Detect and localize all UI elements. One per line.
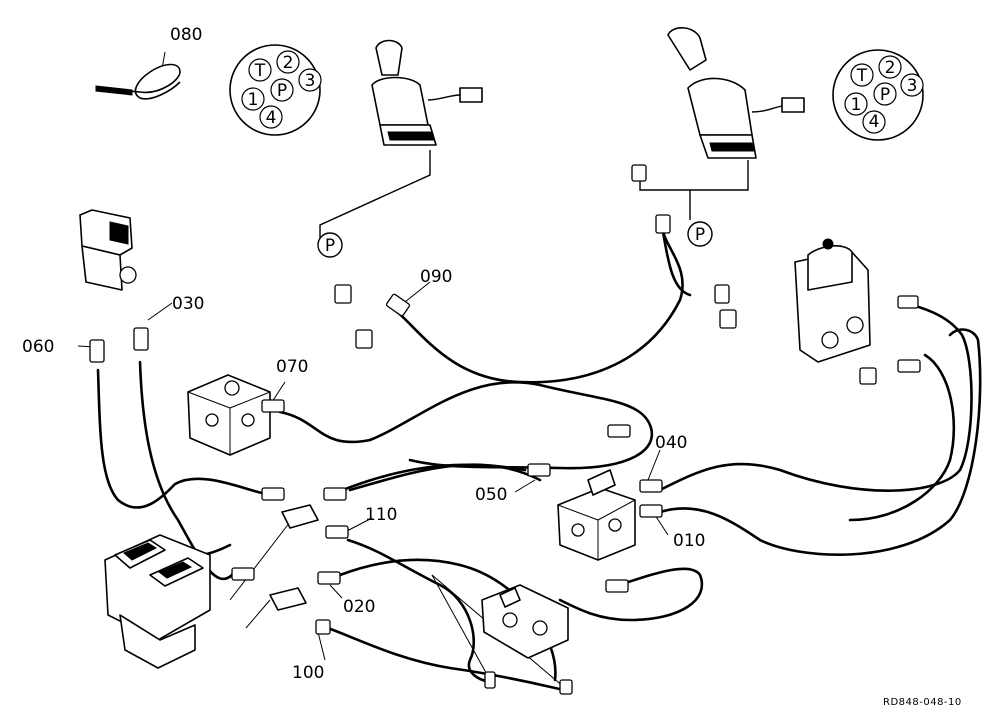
port-label-4: 4 xyxy=(869,112,880,132)
svg-text:P: P xyxy=(695,225,705,245)
callout-020[interactable]: 020 xyxy=(343,597,375,617)
port-label-p: P xyxy=(277,81,287,101)
tee-fittings xyxy=(269,504,319,611)
callout-070[interactable]: 070 xyxy=(276,357,308,377)
hose-070[interactable] xyxy=(278,380,653,470)
hose-010[interactable] xyxy=(658,328,982,556)
hose-050[interactable] xyxy=(328,463,527,497)
port-label-1: 1 xyxy=(248,90,259,110)
port-label-t: T xyxy=(856,66,868,86)
manifold-block[interactable] xyxy=(187,374,271,456)
callout-090[interactable]: 090 xyxy=(420,267,452,287)
left-joystick-valve[interactable] xyxy=(371,39,483,146)
hose-060[interactable] xyxy=(96,368,264,509)
port-diagram-left: T 2 3 1 P 4 xyxy=(229,44,322,136)
hose-100[interactable] xyxy=(326,626,567,692)
hose-030[interactable] xyxy=(138,360,234,581)
cable-tie-080[interactable] xyxy=(95,63,181,100)
pressure-marker-right: P xyxy=(687,221,713,247)
pilot-line-right xyxy=(639,160,749,220)
hose-long-right[interactable] xyxy=(348,303,973,492)
callout-110[interactable]: 110 xyxy=(365,505,397,525)
callout-030[interactable]: 030 xyxy=(172,294,204,314)
drawing-reference: RD848-048-10 xyxy=(883,697,962,708)
callout-060[interactable]: 060 xyxy=(22,337,54,357)
callout-100[interactable]: 100 xyxy=(292,663,324,683)
travel-lever-valve-left[interactable] xyxy=(79,209,137,291)
callout-010[interactable]: 010 xyxy=(673,531,705,551)
directional-valve-lower[interactable] xyxy=(481,584,569,659)
pilot-line-left xyxy=(319,150,431,240)
port-label-p: P xyxy=(880,85,890,105)
shuttle-valve-center[interactable] xyxy=(557,469,636,561)
hose-090[interactable] xyxy=(393,230,684,384)
port-label-1: 1 xyxy=(851,95,862,115)
port-label-t: T xyxy=(254,61,266,81)
port-label-3: 3 xyxy=(907,76,918,96)
hose-right-joystick[interactable] xyxy=(661,230,692,297)
port-label-2: 2 xyxy=(885,58,896,78)
port-label-4: 4 xyxy=(266,108,277,128)
hose-right-lower[interactable] xyxy=(848,353,956,522)
callout-040[interactable]: 040 xyxy=(655,433,687,453)
control-valve-right[interactable] xyxy=(794,238,871,363)
travel-pedal-valve[interactable] xyxy=(104,534,211,669)
hose-end-fittings xyxy=(89,164,921,695)
right-joystick-valve[interactable] xyxy=(667,27,805,159)
callout-080[interactable]: 080 xyxy=(170,25,202,45)
port-diagram-right: T 2 3 1 P 4 xyxy=(832,49,924,141)
port-label-3: 3 xyxy=(305,71,316,91)
callout-050[interactable]: 050 xyxy=(475,485,507,505)
hose-valve-lower[interactable] xyxy=(558,567,704,622)
pressure-marker-left: P xyxy=(317,232,343,258)
callout-labels: 080 060 030 070 090 040 050 110 010 020 … xyxy=(22,25,705,683)
svg-text:P: P xyxy=(325,236,335,256)
port-label-2: 2 xyxy=(283,53,294,73)
